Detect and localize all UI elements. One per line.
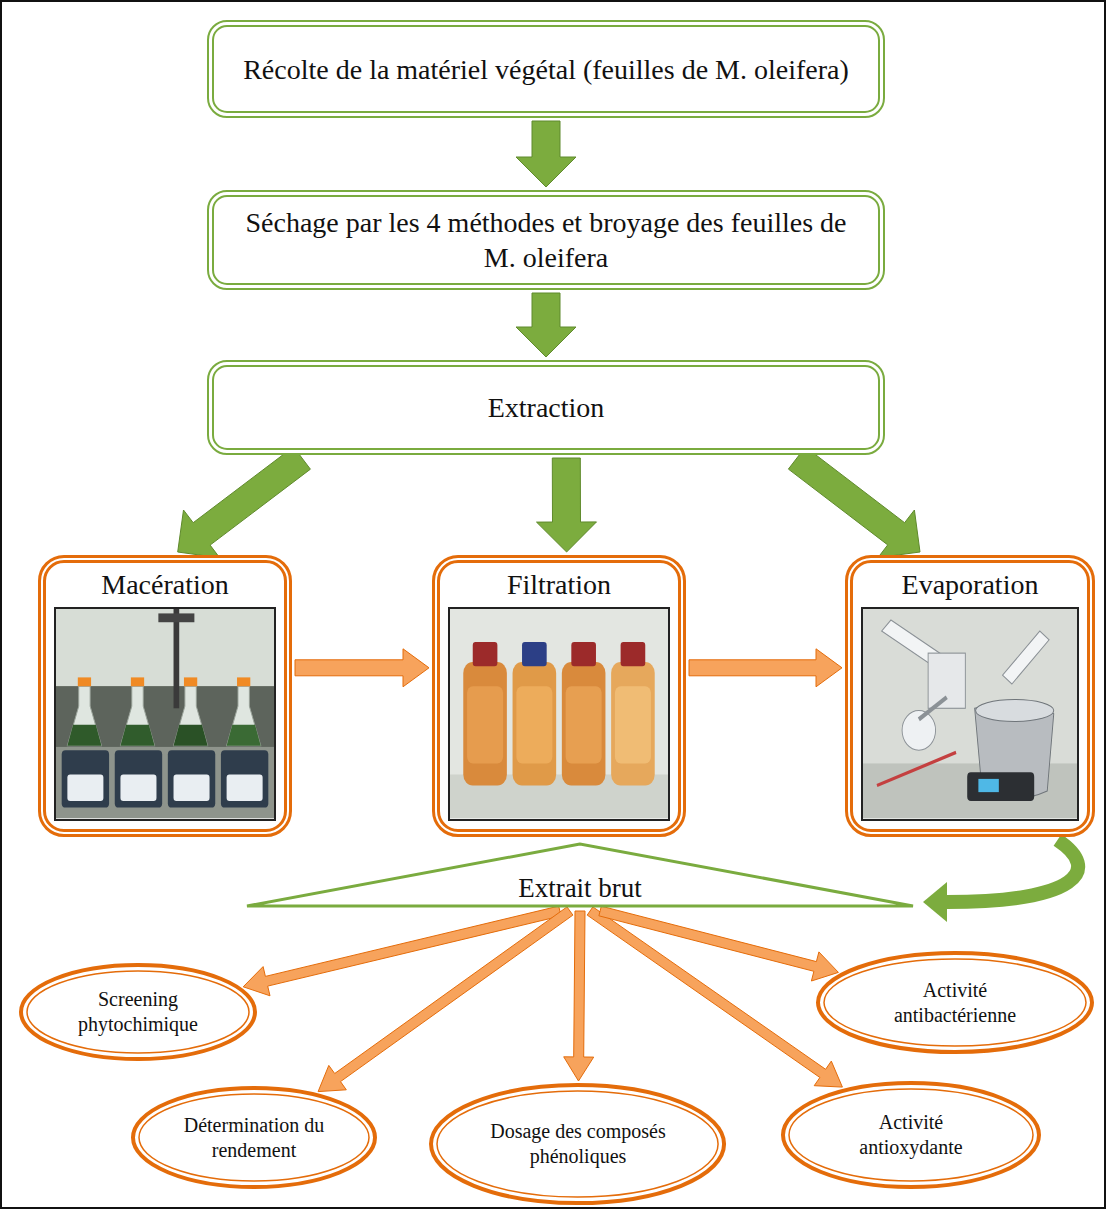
result-triangle: Extrait brut: [245, 842, 915, 908]
ellipse-inner: [824, 959, 1086, 1046]
analysis-ellipse: Activité antibactérienne: [815, 950, 1095, 1055]
photo-step-box: Filtration: [432, 555, 686, 837]
flow-arrow: [587, 907, 842, 1087]
photo-illustration: [56, 609, 274, 819]
fan-arrow: [564, 911, 594, 1081]
fan-arrow: [587, 907, 842, 1087]
process-box: Récolte de la matériel végétal (feuilles…: [207, 20, 885, 118]
ellipse-outline: [18, 962, 258, 1062]
analysis-ellipse: Détermination du rendement: [130, 1085, 378, 1190]
block-arrow: [689, 649, 842, 687]
fan-arrow: [318, 907, 573, 1092]
node-label: Récolte de la matériel végétal (feuilles…: [243, 52, 849, 87]
process-box: Extraction: [207, 360, 885, 455]
flow-arrow: [564, 911, 594, 1081]
ellipse-outline: [780, 1080, 1042, 1190]
flow-arrow: [295, 649, 429, 687]
flow-arrow: [537, 458, 597, 552]
node-label: Extrait brut: [245, 873, 915, 904]
block-arrow: [295, 649, 429, 687]
flow-arrow: [318, 907, 573, 1092]
node-label: Activité antioxydante: [830, 1110, 992, 1160]
ellipse-outer: [783, 1083, 1039, 1187]
photo-illustration: [863, 609, 1077, 819]
ellipse-outer: [21, 965, 255, 1059]
ellipse-outline: [130, 1085, 378, 1190]
fan-arrow: [599, 906, 839, 981]
analysis-ellipse: Dosage des composés phénoliques: [428, 1082, 727, 1206]
flow-arrow: [516, 293, 576, 357]
ellipse-inner: [27, 971, 249, 1053]
flow-arrow: [788, 447, 920, 558]
step-title: Filtration: [507, 567, 611, 603]
analysis-ellipse: Screening phytochimique: [18, 962, 258, 1062]
curved-arrow-head: [923, 882, 947, 922]
ellipse-outer: [133, 1088, 375, 1187]
flow-arrow: [516, 121, 576, 187]
step-title: Evaporation: [902, 567, 1039, 603]
node-label: Séchage par les 4 méthodes et broyage de…: [240, 205, 852, 275]
ellipse-inner: [789, 1089, 1033, 1181]
photo-step-box: Evaporation: [845, 555, 1095, 837]
step-photo: [54, 607, 276, 821]
ellipse-outer: [818, 953, 1092, 1052]
block-arrow: [788, 447, 920, 558]
block-arrow: [516, 121, 576, 187]
node-label: Screening phytochimique: [64, 987, 213, 1037]
step-photo: [448, 607, 670, 821]
process-box: Séchage par les 4 méthodes et broyage de…: [207, 190, 885, 290]
photo-step-box: Macération: [38, 555, 292, 837]
node-label: Extraction: [488, 390, 605, 425]
photo-illustration: [450, 609, 668, 819]
flow-arrow: [599, 906, 839, 981]
node-label: Activité antibactérienne: [868, 978, 1042, 1028]
step-title: Macération: [101, 567, 229, 603]
block-arrow: [537, 458, 597, 552]
flow-arrow: [689, 649, 842, 687]
block-arrow: [516, 293, 576, 357]
analysis-ellipse: Activité antioxydante: [780, 1080, 1042, 1190]
ellipse-outer: [431, 1085, 724, 1203]
step-photo: [861, 607, 1079, 821]
block-arrow: [178, 447, 311, 558]
node-label: Détermination du rendement: [177, 1113, 331, 1163]
flow-arrow: [178, 447, 311, 558]
ellipse-inner: [139, 1094, 369, 1181]
ellipse-outline: [428, 1082, 727, 1206]
node-label: Dosage des composés phénoliques: [485, 1119, 670, 1169]
curved-arrow-shaft: [947, 840, 1078, 902]
flow-arrow: [923, 840, 1078, 922]
ellipse-outline: [815, 950, 1095, 1055]
ellipse-inner: [437, 1091, 718, 1197]
